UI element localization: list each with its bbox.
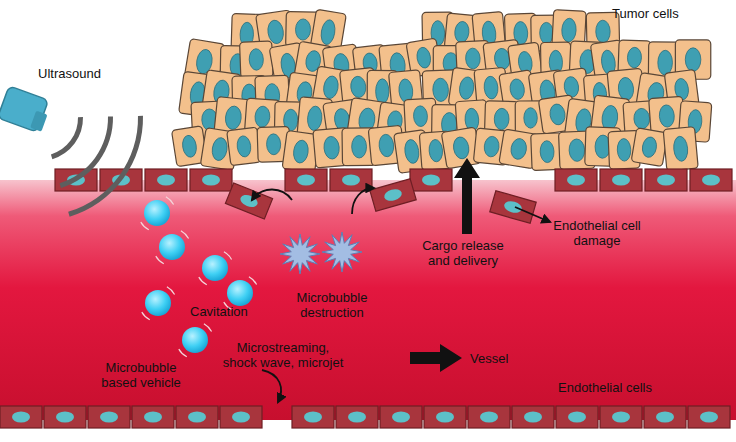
endothelial-cell [555, 169, 597, 191]
endothelial-cell [0, 406, 42, 428]
process-label: Microbubble destruction [284, 290, 380, 320]
sound-wave [51, 117, 83, 159]
endothelial-cell [132, 406, 174, 428]
vibration-mark [178, 349, 187, 357]
ultrasound-probe [0, 86, 49, 132]
part-label: Endothelial cells [558, 380, 698, 395]
tumor-cells [171, 9, 711, 173]
vibration-mark [224, 251, 232, 260]
burst-symbol [280, 234, 320, 274]
endothelial-cell [645, 169, 687, 191]
endothelial-cell [688, 406, 730, 428]
part-label: Vessel [470, 351, 530, 366]
microbubble-destruction [280, 232, 362, 274]
figure-title: Tumor cells [612, 6, 722, 21]
burst-symbol [322, 232, 362, 272]
process-label: Cavitation [190, 304, 270, 319]
curved-arrow [262, 370, 281, 402]
endothelial-cell [145, 169, 187, 191]
vibration-mark [204, 323, 212, 332]
endothelial-cell [490, 191, 536, 224]
vibration-mark [249, 276, 257, 285]
tumor-cell [631, 128, 668, 167]
flow-arrow [410, 344, 462, 372]
endothelial-cell [468, 406, 510, 428]
effect-label: Endothelial cell damage [552, 218, 642, 248]
endothelial-cell [644, 406, 686, 428]
process-label: Microstreaming, shock wave, microjet [220, 340, 346, 370]
vessel-lumen [0, 180, 736, 420]
endothelial-cell [225, 183, 272, 219]
endothelial-cell [370, 179, 416, 212]
microbubble [145, 290, 171, 316]
endothelial-cell [690, 169, 732, 191]
microbubble [182, 327, 208, 353]
sound-wave [68, 116, 143, 217]
tumor-cell [227, 127, 262, 166]
device-label: Ultrasound [38, 66, 138, 81]
microbubble [202, 255, 228, 281]
endothelial-cells [0, 169, 732, 428]
endothelial-cell [190, 169, 232, 191]
endothelial-cell [44, 406, 86, 428]
part-label: Microbubble based vehicle [88, 360, 194, 390]
microbubble [144, 200, 170, 226]
sound-wave [60, 116, 113, 187]
endothelial-cell [556, 406, 598, 428]
tumor-cell [240, 41, 273, 78]
endothelial-cell [330, 169, 372, 191]
endothelial-cell [336, 406, 378, 428]
microbubble [227, 280, 253, 306]
endothelial-cell [380, 406, 422, 428]
microbubbles [140, 196, 257, 357]
ultrasound-waves [51, 116, 143, 217]
endothelial-cell [292, 406, 334, 428]
microbubble [159, 234, 185, 260]
tumor-cell [663, 127, 698, 171]
endothelial-cell [512, 406, 554, 428]
endothelial-cell [88, 406, 130, 428]
process-label: Cargo release and delivery [415, 238, 511, 268]
endothelial-cell [600, 406, 642, 428]
endothelial-cell [176, 406, 218, 428]
endothelial-cell [220, 406, 262, 428]
endothelial-cell [285, 169, 327, 191]
vibration-mark [181, 230, 189, 239]
endothelial-cell [424, 406, 466, 428]
vibration-mark [155, 256, 164, 264]
curved-arrow [252, 190, 292, 201]
endothelial-cell [410, 169, 452, 191]
vibration-mark [140, 222, 149, 230]
vibration-mark [141, 312, 150, 320]
vibration-mark [167, 286, 175, 295]
leader-arrow [515, 207, 550, 222]
vibration-mark [198, 277, 207, 285]
vibration-mark [166, 196, 174, 205]
delivery-arrow [454, 158, 480, 234]
endothelial-cell [600, 169, 642, 191]
curved-arrow [352, 188, 374, 214]
